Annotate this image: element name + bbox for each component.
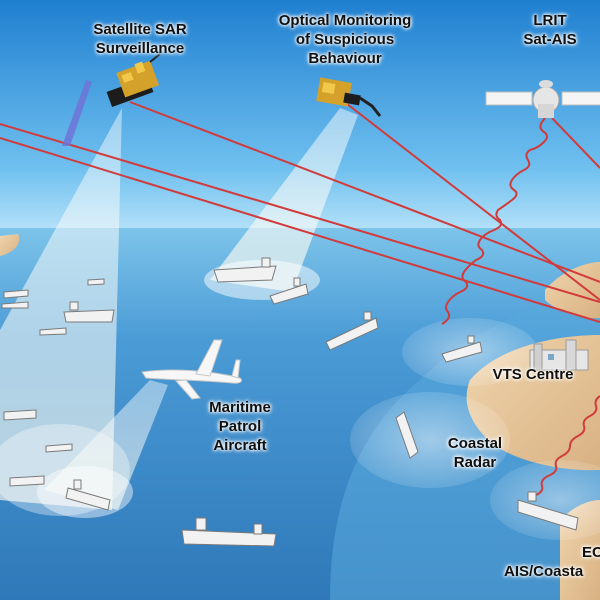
label-line: of Suspicious: [295, 31, 395, 48]
lrit-label: LRIT Sat-AIS: [510, 11, 590, 49]
optical-satellite-icon: [316, 77, 382, 117]
ship-icon: [1, 301, 29, 309]
label-line: EC: [582, 544, 600, 561]
satellite-sar-label: Satellite SAR Surveillance: [70, 20, 210, 58]
vts-centre-label: VTS Centre: [478, 365, 588, 384]
ship-icon: [181, 517, 277, 547]
label-line: Coastal: [447, 435, 503, 452]
ship-icon: [39, 327, 67, 336]
aircraft-footprint: [37, 466, 133, 518]
ship-icon: [87, 278, 105, 286]
optical-beam: [210, 108, 358, 292]
label-line: Satellite SAR: [93, 21, 187, 38]
label-line: Patrol: [218, 418, 262, 435]
label-line: Surveillance: [95, 40, 185, 57]
ship-icon: [9, 475, 45, 487]
coastal-radar-label: Coastal Radar: [430, 434, 520, 472]
ships: [1, 257, 579, 547]
label-line: Sat-AIS: [523, 31, 577, 48]
lrit-satellite-icon: [485, 80, 600, 118]
radar-coverage: [350, 392, 510, 488]
ship-icon: [213, 257, 277, 283]
ais-coastal-label: EC AIS/Coasta: [500, 543, 600, 581]
label-line: LRIT: [533, 12, 567, 29]
optical-monitoring-label: Optical Monitoring of Suspicious Behavio…: [250, 11, 440, 68]
label-line: Behaviour: [308, 50, 382, 67]
ship-icon: [269, 277, 309, 305]
sar-beam: [0, 108, 122, 510]
building-icon: [529, 339, 589, 371]
label-line: Aircraft: [213, 437, 267, 454]
left-coast: [0, 234, 20, 256]
ship-icon: [517, 491, 579, 531]
ship-icon: [325, 311, 379, 351]
ship-icon: [63, 301, 115, 323]
aircraft-icon: [141, 339, 243, 400]
ship-icon: [395, 411, 419, 459]
ship-icon: [3, 289, 29, 299]
wavy-signals: [441, 109, 600, 497]
signal-lines: [0, 99, 600, 323]
aircraft-beam: [44, 380, 168, 510]
label-line: Radar: [453, 454, 497, 471]
ship-icon: [45, 443, 73, 453]
label-line: AIS/Coasta: [504, 563, 584, 580]
ship-icon: [3, 409, 37, 421]
sar-satellite-icon: [62, 53, 161, 146]
ship-icon: [441, 335, 483, 363]
label-line: VTS Centre: [492, 366, 574, 383]
ship-icon: [65, 479, 111, 511]
maritime-patrol-label: Maritime Patrol Aircraft: [185, 398, 295, 455]
label-line: Maritime: [209, 399, 271, 416]
label-line: Optical Monitoring: [278, 12, 412, 29]
